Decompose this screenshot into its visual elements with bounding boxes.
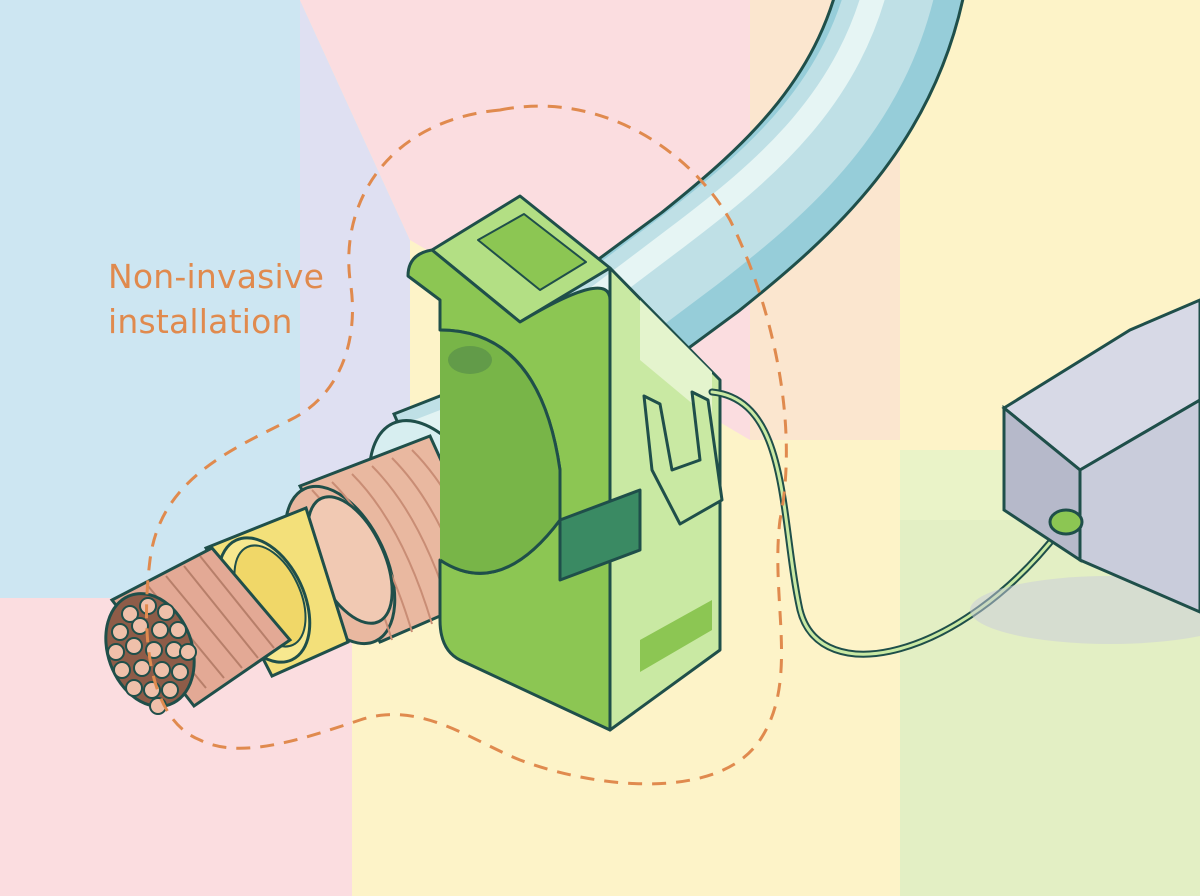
sensor-lead-wire (708, 388, 1064, 658)
dashed-boundary (145, 104, 788, 786)
conduit-pipe-icon (476, 0, 965, 444)
cable-cross-section-icon (104, 546, 293, 715)
split-core-clamp-icon (406, 194, 724, 732)
annotation-line-1: Non-invasive (108, 257, 325, 296)
monitoring-device-icon (970, 298, 1200, 644)
annotation-line-2: installation (108, 302, 293, 341)
annotation-label: Non-invasive installation (108, 254, 324, 344)
insulation-tape (203, 506, 350, 678)
